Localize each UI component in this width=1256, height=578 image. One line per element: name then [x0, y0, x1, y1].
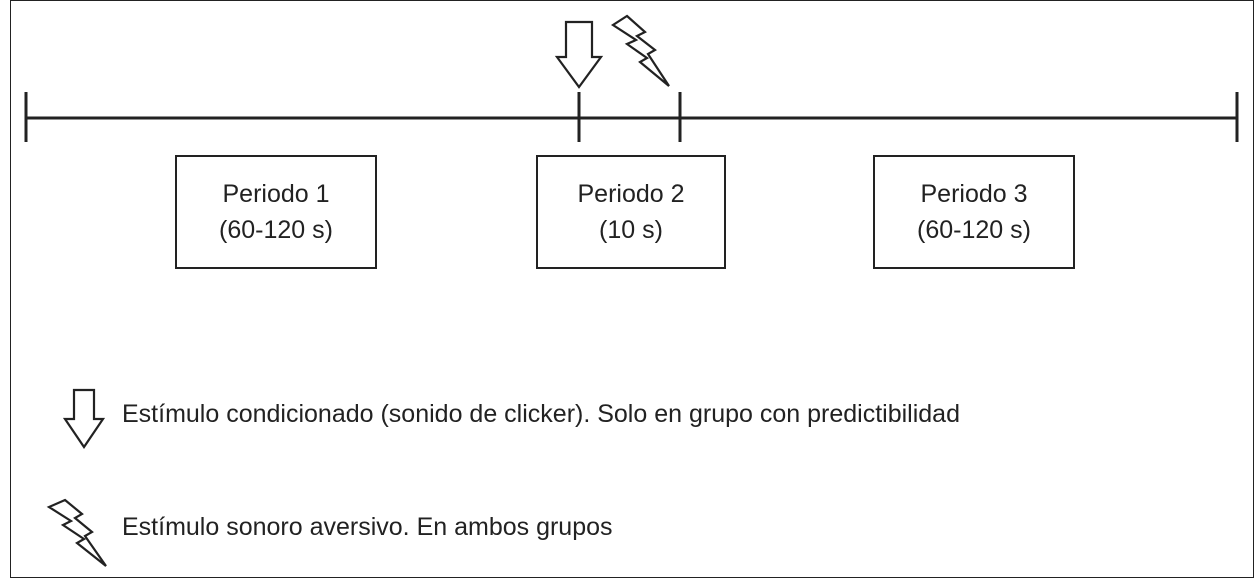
- legend-lightning-bolt-icon: [46, 498, 107, 567]
- legend-conditioned-stimulus-text: Estímulo condicionado (sonido de clicker…: [122, 400, 960, 428]
- period-1-name: Periodo 1: [222, 180, 330, 208]
- lightning-bolt-icon: [610, 14, 670, 87]
- legend-down-arrow-icon: [62, 388, 106, 449]
- legend-aversive-stimulus-text: Estímulo sonoro aversivo. En ambos grupo…: [122, 513, 613, 541]
- period-2-name: Periodo 2: [577, 180, 685, 208]
- diagram-frame: [10, 0, 1254, 578]
- period-3-box: Periodo 3 (60-120 s): [873, 155, 1075, 269]
- period-2-box: Periodo 2 (10 s): [536, 155, 726, 269]
- period-2-duration: (10 s): [599, 216, 663, 244]
- period-3-duration: (60-120 s): [917, 216, 1031, 244]
- period-1-box: Periodo 1 (60-120 s): [175, 155, 377, 269]
- down-arrow-icon: [554, 20, 604, 89]
- period-3-name: Periodo 3: [920, 180, 1028, 208]
- period-1-duration: (60-120 s): [219, 216, 333, 244]
